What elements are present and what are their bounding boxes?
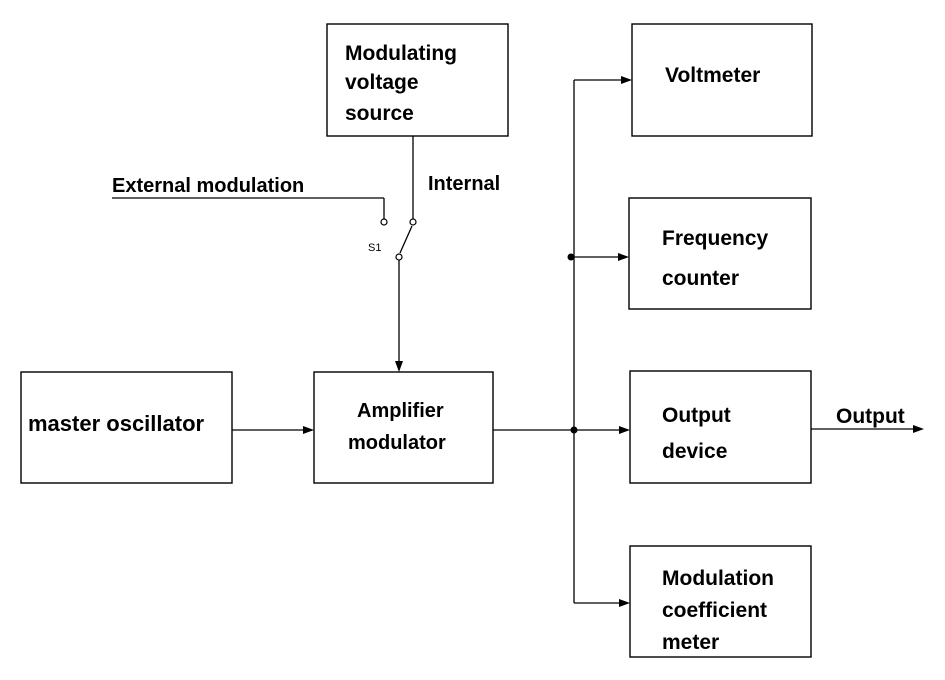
modulation-meter-line-3: meter	[662, 631, 719, 654]
oscillator-output-arrow	[303, 426, 314, 434]
master-oscillator-label: master oscillator	[28, 411, 205, 436]
external-contact-terminal	[380, 218, 388, 226]
internal-label: Internal	[428, 173, 500, 195]
external-modulation-label: External modulation	[112, 175, 304, 197]
amplifier-input-arrow	[395, 361, 403, 372]
modulating-source-line-2: voltage	[345, 71, 419, 94]
switch-s1-label: S1	[368, 242, 381, 254]
output-device-line-1: Output	[662, 404, 731, 427]
modulating-source-line-3: source	[345, 102, 414, 125]
internal-contact-terminal	[409, 218, 417, 226]
frequency-counter-input-arrow	[618, 253, 629, 261]
voltmeter-label: Voltmeter	[665, 64, 760, 87]
master-oscillator-block: master oscillator	[20, 371, 233, 484]
modulating-source-line-1: Modulating	[345, 42, 457, 65]
amplifier-modulator-block: Amplifier modulator	[313, 371, 494, 484]
modulation-meter-line-1: Modulation	[662, 567, 774, 590]
modulating-voltage-source-block: Modulating voltage source	[326, 23, 509, 137]
modulation-meter-input-arrow	[619, 599, 630, 607]
output-device-input-arrow	[619, 426, 630, 434]
output-device-block: Output device	[629, 370, 812, 484]
amplifier-modulator-line-2: modulator	[348, 432, 446, 454]
voltmeter-input-arrow	[621, 76, 632, 84]
output-device-line-2: device	[662, 440, 727, 463]
final-output-arrow	[913, 425, 924, 433]
switch-s1	[112, 136, 417, 372]
voltmeter-block: Voltmeter	[631, 23, 813, 137]
modulation-coefficient-meter-block: Modulation coefficient meter	[629, 545, 812, 658]
switch-pivot-terminal	[395, 253, 403, 261]
frequency-counter-line-1: Frequency	[662, 227, 769, 250]
amplifier-modulator-line-1: Amplifier	[357, 400, 444, 422]
switch-blade	[399, 225, 413, 254]
frequency-counter-block: Frequency counter	[628, 197, 812, 310]
frequency-counter-line-2: counter	[662, 267, 739, 290]
modulation-meter-line-2: coefficient	[662, 599, 767, 622]
output-label: Output	[836, 405, 905, 428]
